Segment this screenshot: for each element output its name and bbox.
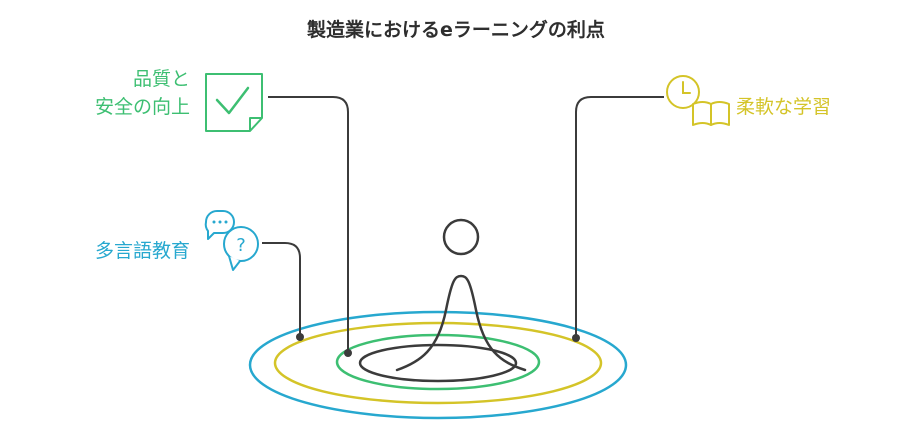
outer-ring-blue (248, 310, 628, 420)
checklist-icon (205, 73, 263, 132)
speech-bubbles-question-icon: ? (204, 210, 259, 271)
svg-text:?: ? (236, 235, 246, 256)
label-quality-line-2: 安全の向上 (95, 96, 190, 118)
center-circle (442, 218, 480, 256)
clock-book-icon (666, 75, 730, 126)
label-flexible: 柔軟な学習 (736, 96, 831, 118)
connector-dot-flexible (572, 334, 580, 342)
connector-multilingual (262, 242, 301, 336)
connector-dot-quality (344, 349, 352, 357)
inner-ring-dark (358, 343, 518, 383)
center-peak (395, 274, 527, 372)
label-multilingual: 多言語教育 (95, 240, 190, 262)
diagram-title: 製造業におけるeラーニングの利点 (306, 18, 605, 41)
label-quality-line-1: 品質と (133, 68, 190, 90)
connector-flexible (575, 96, 664, 337)
connector-quality (268, 96, 349, 352)
connector-dot-multilingual (296, 333, 304, 341)
ring-yellow (273, 321, 603, 405)
